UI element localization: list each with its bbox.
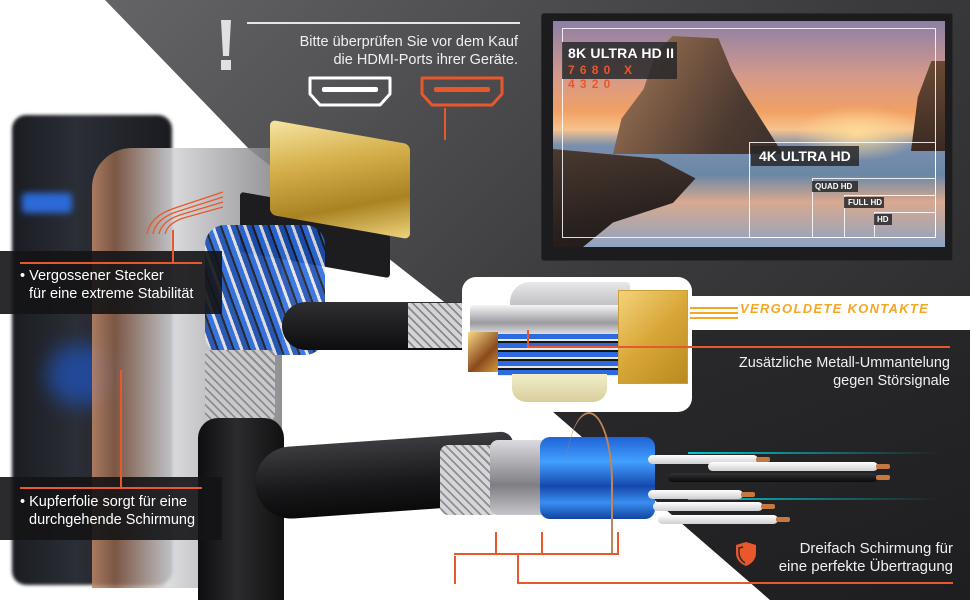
callout-line <box>120 370 122 488</box>
resolution-frame-hd <box>874 212 936 238</box>
signal-glow <box>688 452 938 454</box>
detail-wires <box>498 334 618 376</box>
label-4k: 4K ULTRA HD <box>751 146 859 166</box>
callout-line <box>517 582 953 584</box>
callout-copper-line-1: • Kupferfolie sorgt für eine <box>20 493 195 511</box>
signal-glow <box>688 498 938 500</box>
exclamation-icon <box>218 20 234 70</box>
callout-shielding-text-2: eine perfekte Übertragung <box>778 558 953 575</box>
gold-contacts <box>618 290 688 384</box>
callout-line <box>527 346 950 348</box>
callout-panel <box>0 251 222 314</box>
divider <box>247 22 520 24</box>
callout-line <box>527 330 529 347</box>
insulation-tape <box>512 374 607 402</box>
speed-stripes <box>690 307 738 321</box>
hdmi-port-icon <box>306 75 394 108</box>
callout-line <box>20 487 202 489</box>
callout-line <box>454 553 619 555</box>
label-full-hd: FULL HD <box>844 197 884 208</box>
callout-line <box>541 532 543 554</box>
callout-metal-text-1: Zusätzliche Metall-Ummantelung <box>738 355 950 371</box>
callout-line <box>617 532 619 554</box>
plug-highlight-lines <box>146 191 224 235</box>
wire <box>648 490 755 499</box>
label-8k-title: 8K ULTRA HD II <box>568 45 675 61</box>
callout-metal-text-2: gegen Störsignale <box>833 373 950 389</box>
wire <box>668 473 890 482</box>
label-quad-hd: QUAD HD <box>812 181 858 192</box>
callout-plug-text-2: für eine extreme Stabilität <box>29 286 194 302</box>
shield-icon <box>736 542 756 566</box>
wire <box>648 455 770 464</box>
callout-line <box>495 532 497 554</box>
metal-shell <box>470 305 630 335</box>
callout-metal: Zusätzliche Metall-Ummantelung gegen Stö… <box>700 354 950 390</box>
gold-contacts-label: VERGOLDETE KONTAKTE <box>740 301 930 316</box>
warning-line-2: die HDMI-Ports ihrer Geräte. <box>333 52 518 68</box>
callout-shielding: Dreifach Schirmung für eine perfekte Übe… <box>730 540 953 576</box>
braided-shield <box>205 350 275 420</box>
callout-plug: • Vergossener Stecker für eine extreme S… <box>20 267 193 303</box>
warning-line-1: Bitte überprüfen Sie vor dem Kauf <box>299 34 518 50</box>
label-hd: HD <box>874 214 892 225</box>
label-8k: 8K ULTRA HD II 7680 X 4320 <box>562 42 677 91</box>
wire <box>658 515 790 524</box>
wire <box>653 502 775 511</box>
copper-foil <box>468 332 498 372</box>
metal-shell-top <box>510 282 630 308</box>
callout-line <box>172 230 174 263</box>
callout-line <box>454 556 456 584</box>
bullet: • <box>20 494 26 510</box>
port-warning-text: Bitte überprüfen Sie vor dem Kauf die HD… <box>250 33 518 69</box>
callout-line <box>517 555 519 583</box>
callout-line <box>444 108 446 140</box>
hdmi-port-icon <box>418 75 506 108</box>
callout-line <box>20 262 202 264</box>
callout-copper: • Kupferfolie sorgt für eine durchgehend… <box>20 493 195 529</box>
callout-plug-text-1: Vergossener Stecker <box>29 268 164 284</box>
callout-copper-text-1: Kupferfolie sorgt für eine <box>29 494 188 510</box>
callout-plug-line-1: • Vergossener Stecker <box>20 267 193 285</box>
wire-strands <box>648 440 938 530</box>
label-8k-resolution: 7680 X 4320 <box>568 63 638 91</box>
landscape-photo <box>553 21 945 247</box>
callout-copper-text-2: durchgehende Schirmung <box>29 512 196 528</box>
bullet: • <box>20 268 26 284</box>
callout-shielding-text-1: Dreifach Schirmung für <box>799 540 953 557</box>
wire <box>708 462 890 471</box>
drain-wire <box>565 412 613 554</box>
